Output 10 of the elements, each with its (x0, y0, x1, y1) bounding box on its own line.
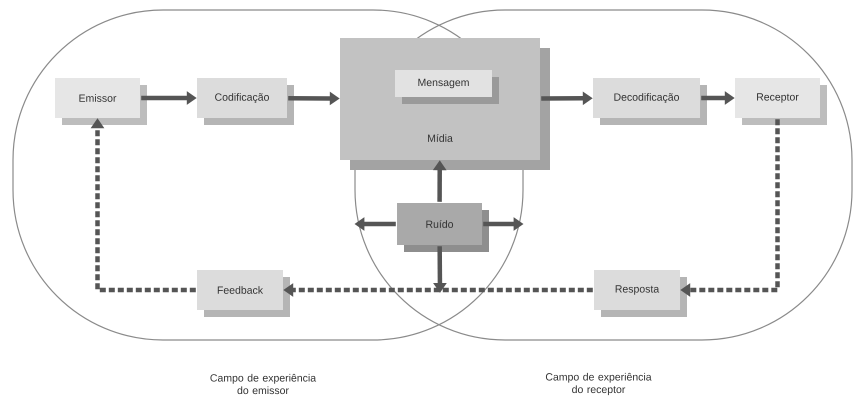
process-box: Mensagem (395, 70, 499, 104)
process-box: Resposta (594, 270, 687, 317)
node-label: Campo de experiência do emissor (210, 374, 316, 394)
process-box: Receptor (735, 78, 827, 125)
process-box: Ruído (397, 203, 489, 252)
process-box: Feedback (197, 270, 290, 317)
node-label: Campo de experiência do receptor (546, 372, 652, 396)
process-box: Codificação (197, 78, 294, 125)
process-box: Decodificação (593, 78, 707, 125)
process-box: Emissor (55, 78, 147, 125)
